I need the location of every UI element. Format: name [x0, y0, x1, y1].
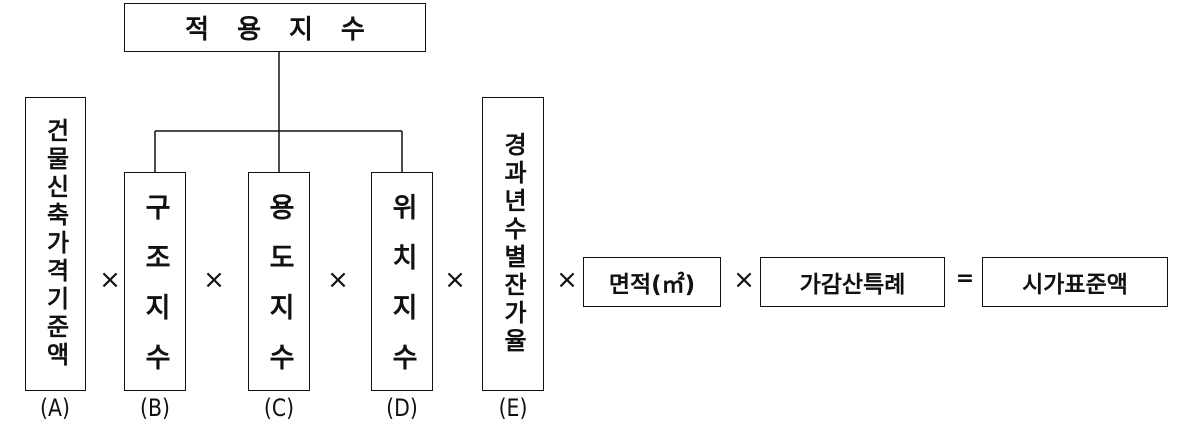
multiply-operator: × [444, 265, 466, 295]
result-box: 시가표준액 [982, 257, 1168, 307]
multiply-operator: × [203, 265, 225, 295]
special-adjustment-label: 가감산특례 [799, 272, 906, 298]
factor-a-letter: (A) [40, 394, 70, 422]
equals-operator: = [955, 266, 975, 291]
factor-c-letter: (C) [263, 394, 295, 422]
multiply-operator: × [556, 265, 578, 295]
factor-a-box: 건물신축가격기준액 [25, 97, 86, 391]
factor-b-letter: (B) [140, 394, 170, 422]
factor-b-box: 구조지수 [124, 172, 186, 393]
factor-d-label: 위치지수 [386, 193, 418, 393]
factor-a-label: 건물신축가격기준액 [41, 118, 70, 370]
factor-c-box: 용도지수 [248, 172, 310, 393]
factor-d-letter: (D) [386, 394, 418, 422]
factor-c-label: 용도지수 [263, 193, 295, 393]
factor-e-label: 경과년수별잔가율 [499, 132, 527, 356]
special-adjustment-box: 가감산특례 [760, 257, 945, 307]
multiply-operator: × [327, 265, 349, 295]
multiply-operator: × [733, 265, 755, 295]
factor-b-label: 구조지수 [139, 193, 171, 393]
factor-e-box: 경과년수별잔가율 [482, 97, 544, 391]
factor-e-letter: (E) [498, 394, 528, 422]
result-label: 시가표준액 [1022, 272, 1128, 298]
area-box: 면적(㎡) [583, 257, 721, 307]
applied-index-box: 적용지수 [124, 3, 426, 52]
factor-d-box: 위치지수 [371, 172, 433, 393]
applied-index-label: 적용지수 [185, 15, 393, 45]
area-label: 면적(㎡) [608, 272, 696, 298]
multiply-operator: × [99, 265, 121, 295]
